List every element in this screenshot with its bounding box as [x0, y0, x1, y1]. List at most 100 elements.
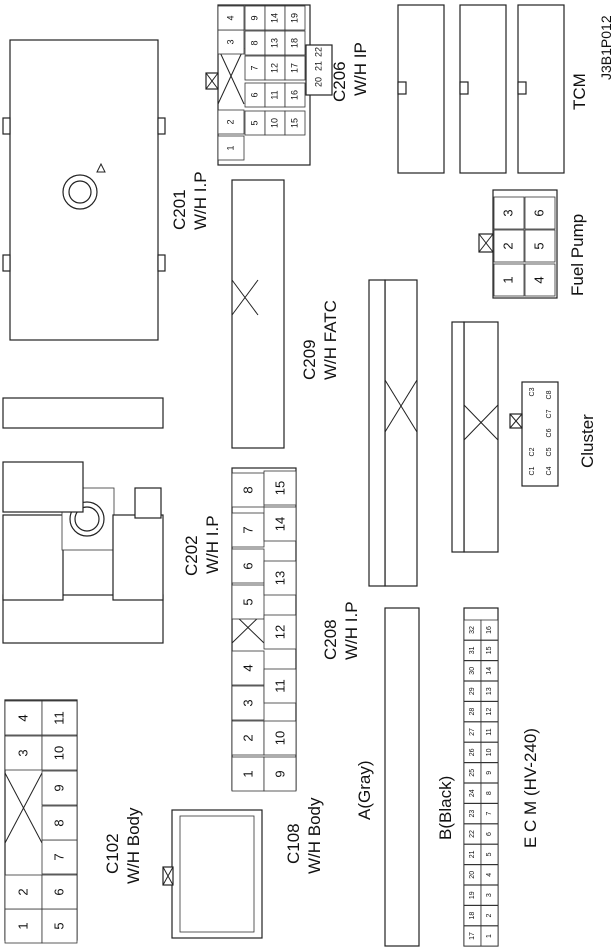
pin-cell — [263, 614, 297, 650]
pin-label: 12 — [486, 708, 493, 716]
pin-label: 4 — [531, 276, 546, 283]
pin-cell — [263, 506, 297, 542]
pin-cell — [480, 925, 499, 947]
pin-label: 2 — [225, 119, 235, 124]
pin-label: 19 — [469, 891, 476, 899]
pin-cell — [493, 196, 525, 230]
pin-label: 8 — [240, 486, 255, 493]
pin-label: C6 — [546, 428, 553, 437]
pin-label: C7 — [546, 409, 553, 418]
pin-cell — [263, 720, 297, 756]
ecm-name: E C M (HV-240) — [521, 728, 540, 848]
pin-cell — [231, 756, 265, 792]
pin-label: 18 — [469, 912, 476, 920]
pin-cell — [41, 908, 78, 944]
tcm-name: TCM — [570, 73, 589, 110]
pin-label: 27 — [469, 728, 476, 736]
c108-name: C108 — [284, 823, 303, 864]
pin-label: 14 — [269, 13, 279, 23]
pin-label: 5 — [51, 922, 66, 929]
c209-name: C209 — [300, 339, 319, 380]
pin-label: 2 — [486, 914, 493, 918]
pin-label: 6 — [486, 832, 493, 836]
pin-cell — [41, 700, 78, 736]
pin-label: 7 — [51, 853, 66, 860]
c108-harness: W/H Body — [305, 797, 324, 874]
pin-label: 12 — [269, 63, 279, 73]
c208-name: C208 — [321, 619, 340, 660]
pin-cell — [480, 823, 499, 845]
pin-cell — [284, 5, 306, 31]
figure-code: J3B1P012 — [598, 15, 614, 80]
pin-label: 11 — [272, 679, 287, 693]
pin-cell — [41, 805, 78, 841]
c206-name: C206 — [330, 61, 349, 102]
pin-label: 9 — [272, 770, 287, 777]
tcm-connectors — [397, 4, 565, 174]
pin-label: 4 — [225, 15, 235, 20]
pin-label: 4 — [240, 664, 255, 671]
pin-cell — [41, 874, 78, 910]
pin-label: 17 — [469, 932, 476, 940]
pin-label: 15 — [272, 481, 287, 495]
c209-connector — [231, 179, 285, 449]
pin-cell — [217, 29, 245, 55]
pin-cell — [284, 110, 306, 136]
pin-label: 15 — [486, 646, 493, 654]
pin-label: 20 — [469, 871, 476, 879]
pin-label: 11 — [486, 728, 493, 735]
pin-label: 7 — [486, 812, 493, 816]
pin-cell — [493, 229, 525, 263]
pin-label: 3 — [500, 209, 515, 216]
ecm-a-connector — [384, 607, 420, 947]
pin-label: 9 — [486, 771, 493, 775]
pin-label: 32 — [469, 626, 476, 634]
pin-label: 1 — [486, 934, 493, 938]
c208-harness: W/H I.P — [342, 601, 361, 660]
pin-cell — [217, 135, 245, 161]
pin-label: 31 — [469, 646, 476, 654]
pin-cell — [231, 584, 265, 620]
pin-cell — [284, 82, 306, 108]
pin-label: 2 — [500, 242, 515, 249]
ecm-b-label: B(Black) — [436, 776, 455, 840]
pin-label: 15 — [289, 118, 299, 128]
pin-label: 22 — [313, 47, 323, 57]
c202-name: C202 — [182, 535, 201, 576]
pin-cell — [41, 839, 78, 875]
pin-cell — [263, 560, 297, 596]
c202-harness: W/H I.P — [203, 515, 222, 574]
pin-label: 28 — [469, 708, 476, 716]
ecm-a-label: A(Gray) — [355, 761, 374, 821]
c108-connector — [162, 809, 263, 939]
pin-label: 19 — [289, 13, 299, 23]
c201-harness: W/H I.P — [191, 171, 210, 230]
pin-label: 7 — [240, 526, 255, 533]
pin-cell — [263, 470, 297, 506]
pin-label: 25 — [469, 769, 476, 777]
pin-label: 1 — [240, 770, 255, 777]
pin-label: 2 — [240, 734, 255, 741]
pin-label: 22 — [469, 830, 476, 838]
pin-label: 10 — [272, 731, 287, 745]
pin-cell — [4, 874, 43, 910]
pin-cell — [524, 263, 556, 297]
pin-label: 1 — [225, 145, 235, 150]
pin-cell — [480, 742, 499, 763]
pin-label: 5 — [249, 120, 259, 125]
pin-cell — [4, 735, 43, 771]
pin-label: 2 — [15, 888, 30, 895]
pin-label: 4 — [486, 873, 493, 877]
pin-cell — [263, 756, 297, 792]
pin-label: 3 — [15, 749, 30, 756]
pin-label: 18 — [289, 38, 299, 48]
pin-cell — [284, 55, 306, 81]
pin-cell — [480, 680, 499, 702]
pin-label: 6 — [531, 209, 546, 216]
pin-cell — [217, 5, 245, 31]
pin-label: 29 — [469, 687, 476, 695]
